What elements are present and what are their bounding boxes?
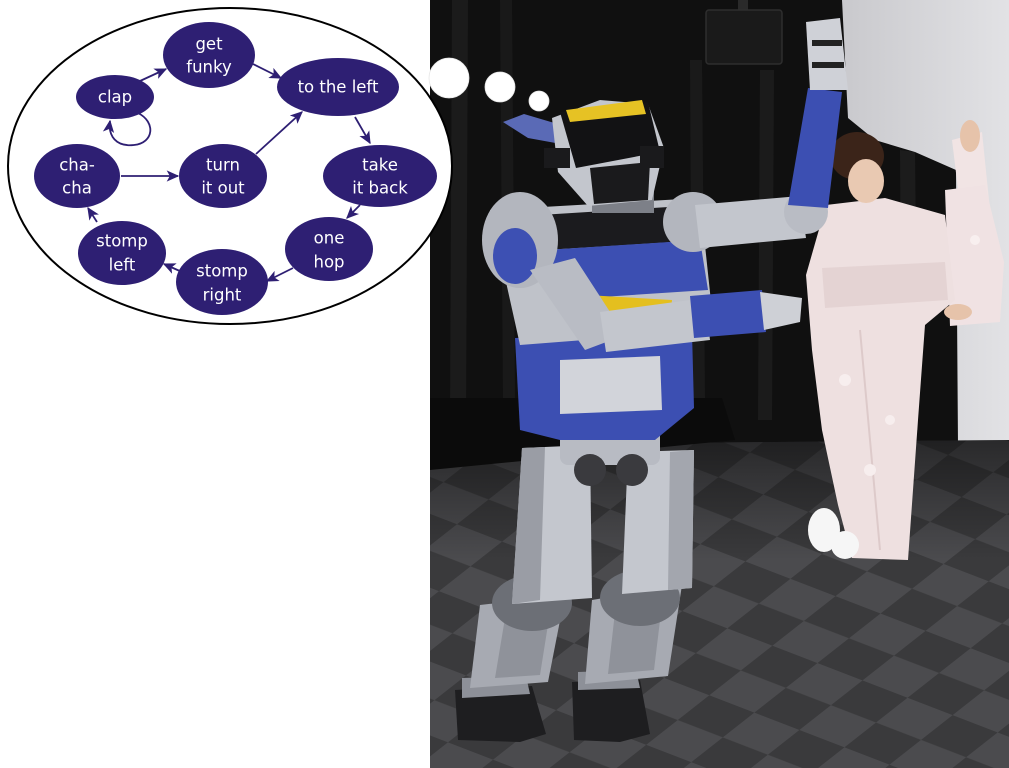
state-node-shape: [163, 22, 255, 88]
kimono-pattern-dot: [864, 464, 876, 476]
state-node-one-hop: one hop: [285, 217, 373, 281]
robot-left-upper-arm: [530, 258, 625, 350]
arrow-to-the-left-to-take-it-back: [354, 116, 371, 145]
robot-right-foot: [572, 680, 650, 742]
kimono-obi: [822, 262, 948, 308]
thought-dot-small: [528, 90, 550, 112]
state-label: it out: [201, 179, 245, 198]
robot-left-shoulder-panel: [493, 228, 537, 284]
state-label: one: [314, 229, 345, 248]
robot-left-thigh-shadow: [512, 447, 545, 604]
state-node-to-the-left: to the left: [277, 58, 399, 116]
robot-right-thigh-shadow: [668, 450, 694, 590]
state-label: clap: [98, 88, 132, 107]
state-label: it back: [352, 179, 408, 198]
state-label: cha: [62, 179, 92, 198]
kimono-pattern-dot: [970, 235, 980, 245]
state-label: take: [362, 156, 398, 175]
robot-hand-joint: [812, 62, 844, 68]
robot-face-plate: [590, 162, 650, 204]
robot-left-hand: [760, 292, 802, 330]
arrow-one-hop-to-stomp-right: [265, 267, 294, 282]
state-node-take-it-back: take it back: [323, 145, 437, 207]
state-label: left: [109, 256, 136, 275]
state-label: turn: [206, 156, 240, 175]
state-node-shape: [176, 249, 268, 315]
woman-right-tabi: [831, 531, 859, 559]
kimono-pattern-dot: [839, 374, 851, 386]
robot-left-hip-joint: [574, 454, 606, 486]
state-node-shape: [277, 58, 399, 116]
gray-wall: [842, 0, 1009, 448]
arrow-turn-it-out-to-the-left: [255, 111, 303, 155]
arrow-clap-self-loop: [102, 112, 152, 147]
state-node-shape: [76, 75, 154, 119]
robot-visor-stripe: [566, 100, 646, 122]
state-node-turn-it-out: turn it out: [179, 144, 267, 208]
state-node-shape: [34, 144, 120, 208]
robot-left-ear: [544, 148, 570, 168]
state-label: stomp: [196, 262, 248, 281]
woman-raised-hand: [960, 120, 980, 152]
robot-dance-photo: [430, 0, 1009, 768]
state-node-cha-cha: cha- cha: [34, 144, 120, 208]
wall-speaker: [705, 9, 783, 65]
state-label: get: [195, 35, 223, 54]
state-label: to the left: [298, 78, 379, 97]
state-label: hop: [313, 253, 344, 272]
kimono-pattern-dot: [885, 415, 895, 425]
arrow-get-funky-to-the-left: [252, 63, 283, 79]
state-node-stomp-left: stomp left: [78, 221, 166, 285]
robot-hand-joint: [812, 40, 842, 46]
state-node-shape: [179, 144, 267, 208]
robot-right-forearm: [788, 88, 842, 208]
state-node-clap: clap: [76, 75, 154, 119]
humanoid-robot: [455, 18, 848, 742]
woman-extended-hand: [944, 304, 972, 320]
arrow-take-it-back-to-one-hop: [346, 204, 361, 219]
robot-left-forearm: [600, 298, 710, 352]
state-label: stomp: [96, 232, 148, 251]
state-node-shape: [78, 221, 166, 285]
state-node-shape: [285, 217, 373, 281]
woman-face: [848, 159, 884, 203]
dancing-woman: [806, 120, 1004, 560]
state-label: funky: [186, 58, 232, 77]
curtain-fold: [450, 0, 468, 425]
state-node-get-funky: get funky: [163, 22, 255, 88]
state-node-shape: [323, 145, 437, 207]
kimono-fold: [859, 329, 881, 551]
robot-right-upper-arm: [695, 196, 806, 248]
robot-left-wrist-cuff: [690, 290, 766, 338]
arrow-stomp-left-to-cha-cha: [87, 206, 99, 223]
robot-right-hand: [806, 18, 848, 90]
curtain-fold: [758, 70, 774, 420]
speaker-mount: [738, 0, 748, 12]
thought-bubble-diagram: get funky clap to the left cha- cha turn…: [7, 7, 550, 325]
robot-right-hip-joint: [616, 454, 648, 486]
kimono-hanging-sleeve: [945, 185, 1004, 326]
arrow-clap-to-get-funky: [139, 68, 168, 82]
state-label: cha-: [59, 156, 95, 175]
thought-dot-medium: [484, 71, 516, 103]
thought-dot-large: [428, 57, 470, 99]
state-label: right: [203, 286, 242, 305]
robot-left-foot: [455, 686, 546, 742]
robot-waist-plate: [560, 356, 662, 414]
state-node-stomp-right: stomp right: [176, 249, 268, 315]
